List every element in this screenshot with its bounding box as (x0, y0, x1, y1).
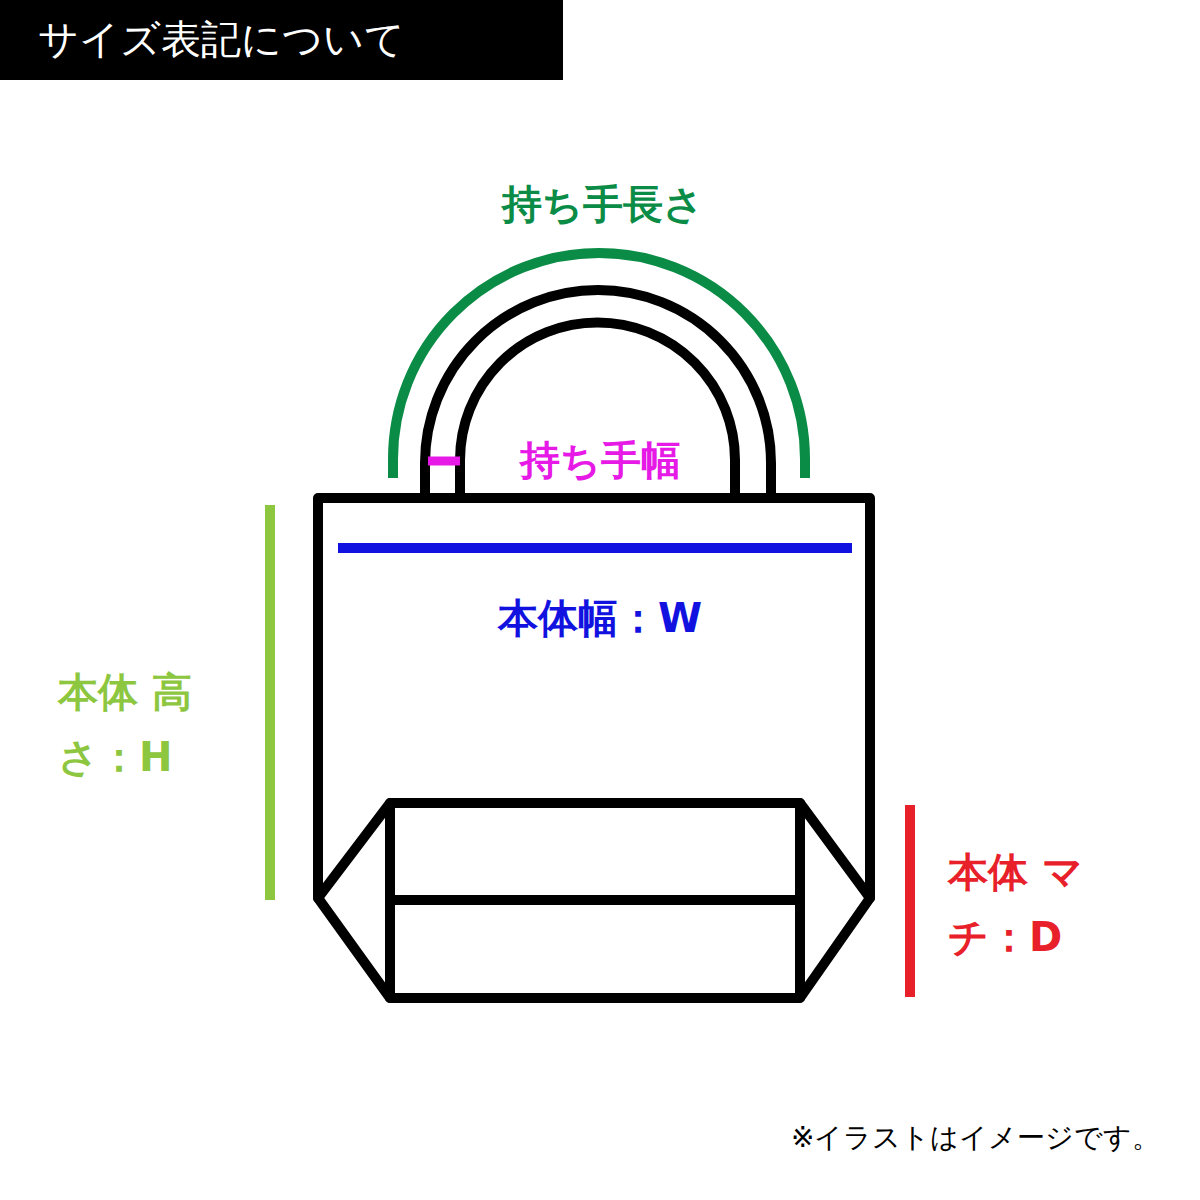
gusset-right (800, 803, 870, 898)
bag-bottom (390, 803, 800, 998)
gusset-left (318, 803, 390, 898)
handle-width-label: 持ち手幅 (520, 434, 681, 486)
bag-body (318, 498, 870, 998)
width-line (338, 543, 852, 553)
header-title: サイズ表記について (38, 10, 405, 68)
height-line (265, 505, 275, 900)
handle-width-mark (428, 457, 460, 466)
bag-bottom-fold (390, 895, 800, 905)
note: ※イラストはイメージです。 (791, 1120, 1160, 1156)
handle-length-label: 持ち手長さ (502, 178, 704, 230)
width-label: 本体幅：W (498, 592, 702, 644)
handle-inner (460, 323, 735, 501)
handle-outer (425, 290, 771, 500)
depth-label: 本体 マチ：D (948, 840, 1148, 970)
depth-line (905, 805, 915, 997)
height-label: 本体 高さ：H (58, 660, 248, 790)
